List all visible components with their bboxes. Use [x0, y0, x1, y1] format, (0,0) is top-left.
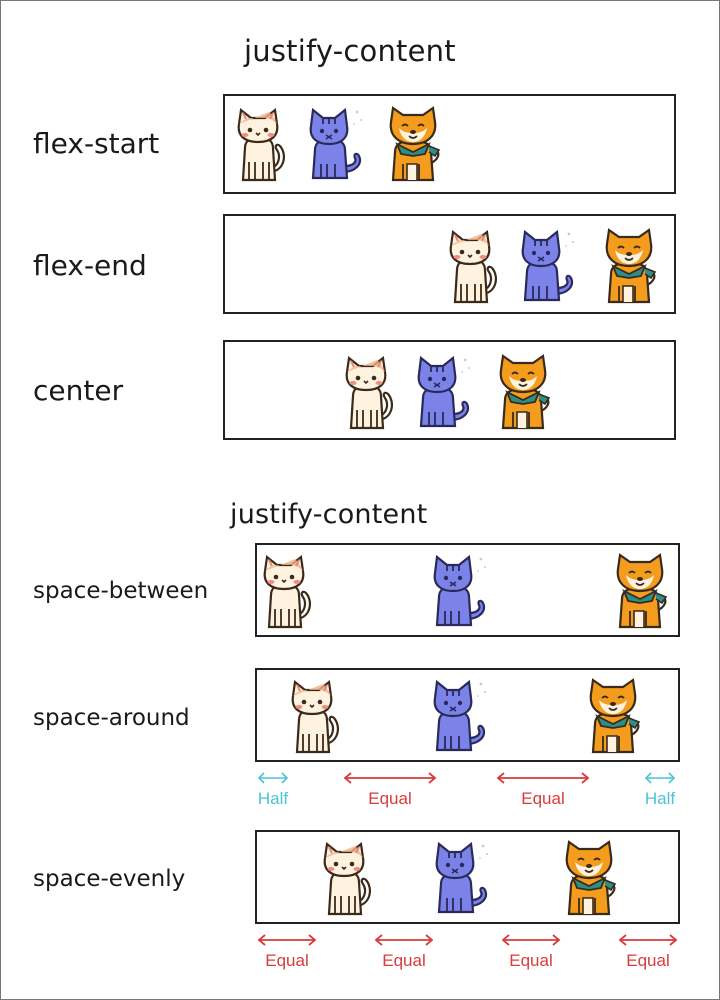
- gap-label-equal: Equal: [265, 951, 309, 970]
- cat-orange-icon: [287, 678, 345, 756]
- equal-arrow-icon: [255, 933, 319, 947]
- equal-arrow-icon: [499, 933, 563, 947]
- row-label-flex-start: flex-start: [33, 127, 160, 160]
- flex-container-space-between: [255, 543, 680, 637]
- dog-shiba-icon: [495, 354, 553, 432]
- row-label-space-between: space-between: [33, 578, 209, 604]
- dog-shiba-icon: [612, 553, 670, 631]
- row-label-space-around: space-around: [33, 705, 190, 731]
- equal-arrow-icon: [341, 771, 439, 785]
- dog-shiba-icon: [385, 106, 443, 184]
- section1-title: justify-content: [244, 34, 456, 68]
- cat-orange-icon: [341, 354, 399, 432]
- row-label-space-evenly: space-evenly: [33, 866, 186, 892]
- half-arrow-icon: [642, 771, 678, 785]
- cat-orange-icon: [319, 840, 377, 918]
- flex-container-space-evenly: [255, 830, 680, 924]
- equal-arrow-icon: [372, 933, 436, 947]
- half-arrow-icon: [255, 771, 291, 785]
- gap-label-half: Half: [257, 789, 289, 808]
- flex-container-space-around: [255, 668, 680, 762]
- cat-blue-icon: [415, 354, 473, 432]
- cat-blue-icon: [431, 678, 489, 756]
- gap-label-equal: Equal: [521, 789, 565, 808]
- cat-blue-icon: [433, 840, 491, 918]
- row-label-flex-end: flex-end: [33, 249, 147, 282]
- equal-arrow-icon: [494, 771, 592, 785]
- dog-shiba-icon: [585, 678, 643, 756]
- gap-label-equal: Equal: [368, 789, 412, 808]
- section2-title: justify-content: [230, 499, 428, 530]
- gap-label-equal: Equal: [509, 951, 553, 970]
- cat-orange-icon: [445, 228, 503, 306]
- flex-container-center: [223, 340, 676, 440]
- gap-label-equal: Equal: [626, 951, 670, 970]
- flex-container-flex-end: [223, 214, 676, 314]
- cat-blue-icon: [519, 228, 577, 306]
- cat-orange-icon: [233, 106, 291, 184]
- gap-label-equal: Equal: [382, 951, 426, 970]
- gap-label-half: Half: [644, 789, 676, 808]
- cat-blue-icon: [431, 553, 489, 631]
- cat-orange-icon: [259, 553, 317, 631]
- row-label-center: center: [33, 374, 124, 407]
- dog-shiba-icon: [601, 228, 659, 306]
- flex-container-flex-start: [223, 94, 676, 194]
- equal-arrow-icon: [616, 933, 680, 947]
- cat-blue-icon: [307, 106, 365, 184]
- dog-shiba-icon: [561, 840, 619, 918]
